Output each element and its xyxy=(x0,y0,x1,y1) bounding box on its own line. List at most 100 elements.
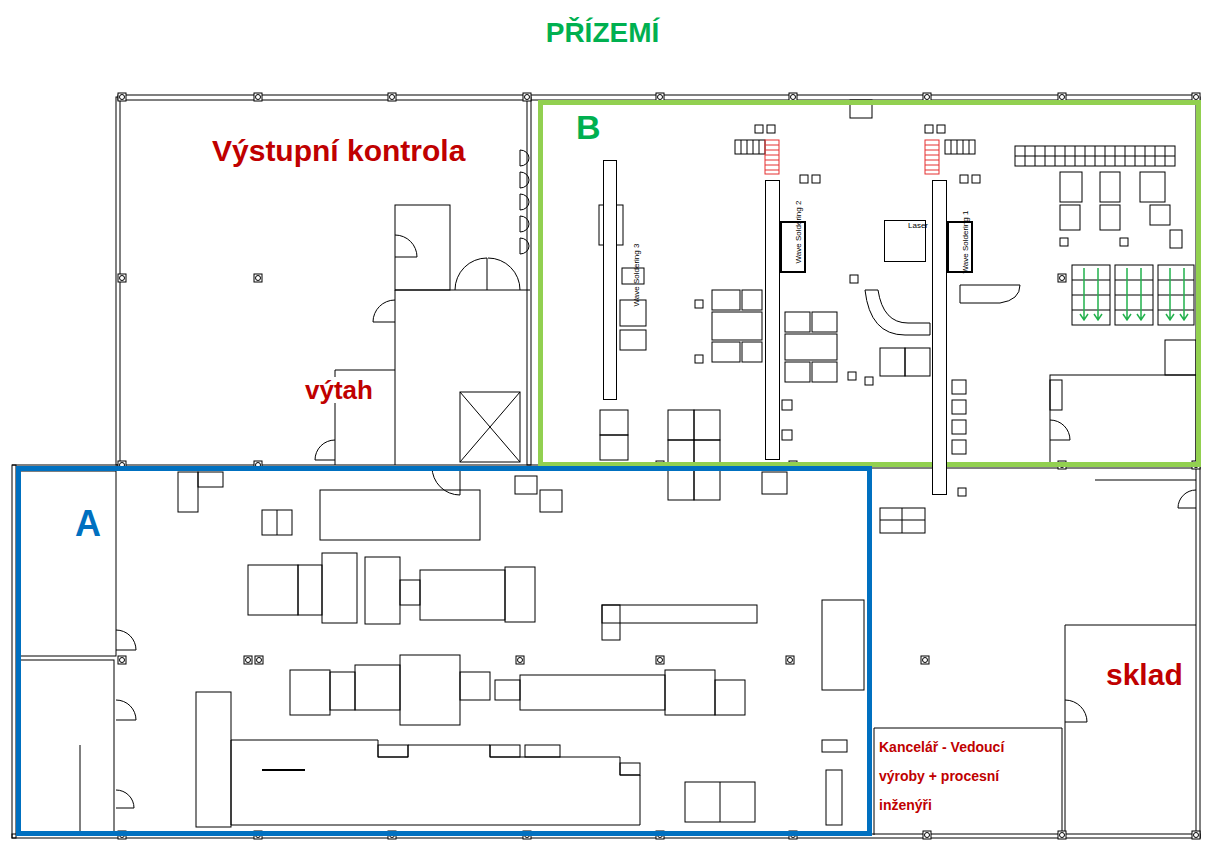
column xyxy=(254,274,262,282)
wall xyxy=(1062,728,1063,835)
column xyxy=(523,93,531,101)
door-swing xyxy=(373,300,395,322)
equipment-outline xyxy=(520,675,665,710)
seat xyxy=(782,430,792,440)
column xyxy=(923,831,931,839)
wall xyxy=(20,471,116,656)
door-swing xyxy=(432,467,460,495)
equipment-outline xyxy=(420,570,505,620)
stair-rail xyxy=(765,140,779,174)
seat xyxy=(695,355,703,363)
equipment-outline xyxy=(277,510,278,535)
column xyxy=(118,93,126,101)
equipment-outline xyxy=(525,745,560,757)
wall xyxy=(1050,375,1196,465)
wall xyxy=(12,95,1200,838)
equipment-outline xyxy=(685,782,755,822)
zone-letter: A xyxy=(75,506,101,542)
column xyxy=(1058,274,1066,282)
equipment-outline xyxy=(735,140,765,154)
room-label: sklad xyxy=(1106,660,1183,690)
equipment-outline xyxy=(741,140,759,154)
seat xyxy=(767,125,775,133)
equipment-outline xyxy=(1060,172,1082,202)
equipment-outline xyxy=(196,692,231,827)
wall xyxy=(874,728,1062,729)
equipment-outline xyxy=(826,770,842,825)
door-swing xyxy=(315,440,335,460)
equipment-outline xyxy=(880,508,925,533)
wall xyxy=(870,468,1196,469)
wall xyxy=(1065,625,1196,626)
equipment-outline xyxy=(865,290,930,335)
door-swing xyxy=(116,630,136,650)
storage-room: sklad xyxy=(1066,626,1196,834)
door-swing xyxy=(520,172,529,188)
seat xyxy=(755,125,763,133)
wall xyxy=(395,205,450,290)
equipment-outline xyxy=(515,476,537,494)
rack-flow-arrow xyxy=(1123,268,1145,320)
wall xyxy=(460,392,520,462)
column xyxy=(1058,831,1066,839)
column xyxy=(244,656,252,664)
door-swing xyxy=(116,700,136,720)
equipment-outline xyxy=(952,440,966,454)
seat xyxy=(1120,238,1128,246)
wave-soldering-machine: Wave Soldering 3 xyxy=(603,160,617,400)
equipment-outline xyxy=(785,362,810,382)
equipment-outline xyxy=(812,362,837,382)
column xyxy=(921,656,929,664)
equipment-outline xyxy=(400,580,420,605)
seat xyxy=(972,175,980,183)
equipment-outline xyxy=(620,330,646,350)
equipment-outline xyxy=(785,334,837,360)
storage-rack xyxy=(1072,280,1194,310)
equipment-outline xyxy=(490,745,520,757)
equipment-outline xyxy=(694,410,720,440)
equipment-outline xyxy=(665,670,715,715)
equipment-outline xyxy=(880,348,905,376)
equipment-outline xyxy=(365,557,400,624)
column xyxy=(516,656,524,664)
rack-flow-arrow xyxy=(1080,268,1102,320)
column xyxy=(118,656,126,664)
stair-rail xyxy=(925,145,939,170)
door-swing xyxy=(520,150,529,166)
rack-flow-arrow xyxy=(1080,268,1188,320)
wall xyxy=(395,290,530,291)
seat xyxy=(848,372,856,380)
seat xyxy=(695,300,703,308)
equipment-outline xyxy=(1060,205,1080,230)
equipment-outline xyxy=(198,472,223,487)
wall xyxy=(1165,340,1196,375)
column xyxy=(118,274,126,282)
door-swing xyxy=(455,258,487,290)
equipment-outline xyxy=(1170,230,1182,248)
equipment-outline xyxy=(742,290,762,310)
wall xyxy=(527,97,531,465)
equipment-outline xyxy=(742,342,762,362)
equipment-outline xyxy=(290,670,330,715)
zone-letter: B xyxy=(576,110,601,144)
seat xyxy=(925,125,933,133)
equipment-outline xyxy=(298,565,322,615)
equipment-outline xyxy=(785,312,810,332)
equipment-outline xyxy=(1015,146,1175,166)
wall xyxy=(874,728,875,835)
equipment-outline xyxy=(400,655,460,725)
zone-b: Wave Soldering 3Wave Soldering 2Wave Sol… xyxy=(538,100,1201,467)
door-swing xyxy=(1178,490,1196,508)
door-swing xyxy=(1065,700,1087,722)
wave-soldering-machine: Wave Soldering 1 xyxy=(932,180,947,495)
seat xyxy=(782,400,792,410)
door-swing xyxy=(520,216,529,232)
wall xyxy=(395,290,396,465)
equipment-outline xyxy=(540,490,562,512)
equipment-outline xyxy=(330,672,355,710)
equipment-outline xyxy=(322,553,357,623)
inspection-room: Výstupní kontrola xyxy=(120,100,525,288)
room-label: Výstupní kontrola xyxy=(212,136,465,166)
equipment-outline xyxy=(822,740,847,752)
